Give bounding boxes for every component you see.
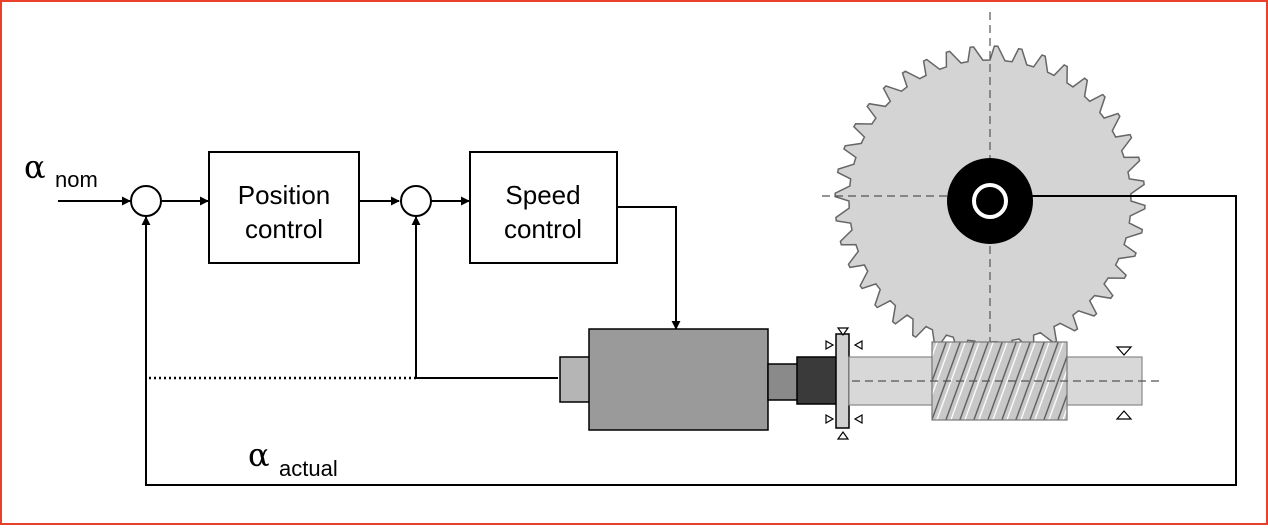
position-control-label-line2: control <box>245 214 323 244</box>
speed-control-label-line1: Speed <box>505 180 580 210</box>
gear-hub <box>947 158 1033 244</box>
speed-control-block <box>469 151 618 264</box>
alpha-actual-subscript: actual <box>279 456 338 481</box>
position-feedback-path <box>141 195 1237 486</box>
bearing-markers <box>825 327 1133 440</box>
summing-junction-1 <box>130 185 162 217</box>
shaft-coupling <box>796 356 838 405</box>
alpha-actual-symbol: α <box>248 436 270 474</box>
speed-control-label-line2: control <box>504 214 582 244</box>
motor-output-shaft <box>767 363 799 401</box>
motor-rear-shaft <box>559 356 591 403</box>
gear-shaft-hole <box>972 183 1008 219</box>
alpha-nom-subscript: nom <box>55 167 98 192</box>
motor-body <box>588 328 769 431</box>
position-control-label-line1: Position <box>238 180 331 210</box>
arrow-to-motor <box>617 206 681 330</box>
bearing-flange <box>835 333 850 429</box>
position-control-block <box>208 151 360 264</box>
summing-junction-2 <box>400 185 432 217</box>
alpha-nom-symbol: α <box>24 148 46 186</box>
